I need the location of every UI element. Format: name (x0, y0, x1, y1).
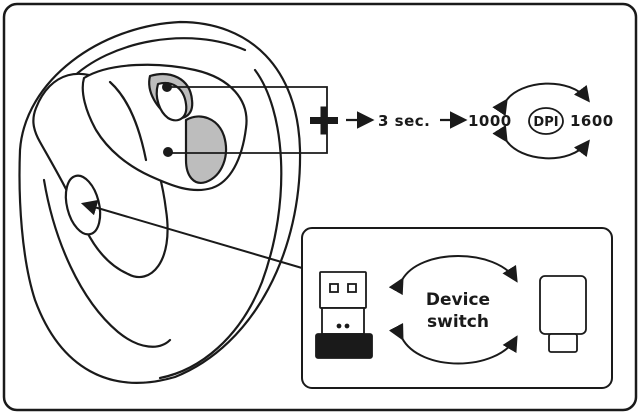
device-switch-panel (301, 227, 613, 389)
mouse-ridge (68, 37, 247, 82)
dpi-low-value: 1000 (468, 112, 512, 130)
thumb-groove (42, 178, 172, 348)
side-button-dot (163, 147, 173, 157)
usb-c-receiver-icon (539, 275, 587, 353)
mouse-ridge-2 (158, 68, 283, 380)
dpi-badge-label: DPI (533, 115, 558, 130)
dpi-high-value: 1600 (570, 112, 614, 130)
thumb-button-pointer (80, 199, 303, 269)
hold-duration-label: 3 sec. (378, 112, 430, 130)
device-switch-line2: switch (427, 312, 489, 332)
dpi-cycle-arrows (492, 82, 590, 160)
plus-sign: + (0, 0, 338, 135)
button-divider (108, 80, 148, 162)
side-button-lower (184, 115, 228, 184)
svg-text:+: + (0, 0, 1, 1)
device-switch-line1: Device (426, 290, 490, 310)
usb-a-receiver-icon (315, 271, 373, 359)
device-switch-arrows (388, 255, 518, 365)
